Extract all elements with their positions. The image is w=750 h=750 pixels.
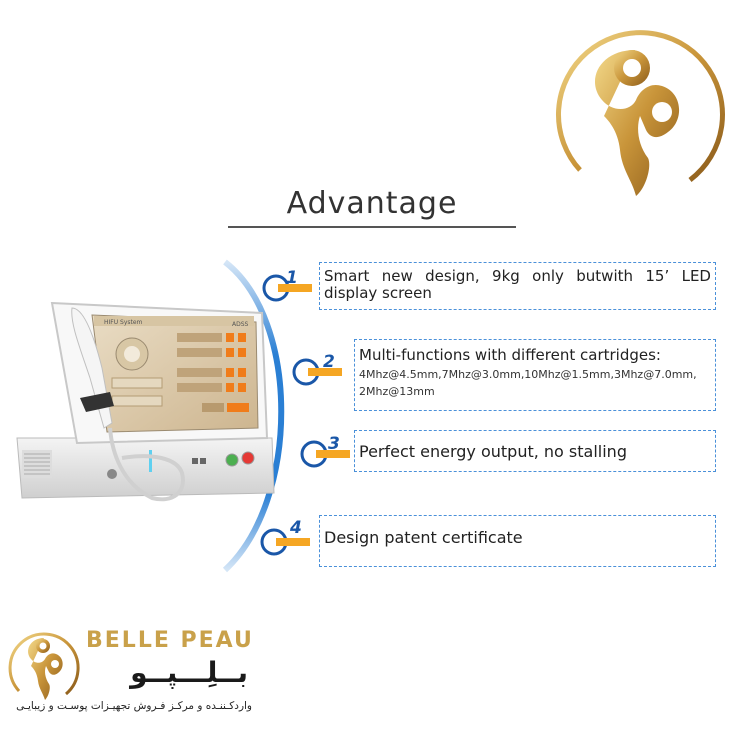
device-image: HIFU System ADSS [16,301,275,502]
brand-logo-icon [8,632,80,700]
brand-tagline: واردکـننـده و مرکـز فـروش تجهیـزات پوسـت… [16,700,252,712]
feature-3-text: Perfect energy output, no stalling [359,442,627,461]
feature-number-2: 2 [323,352,335,372]
feature-box-2: Multi-functions with different cartridge… [354,339,716,411]
feature-number-1: 1 [286,268,298,288]
number-marker-icon [262,274,312,302]
feature-4-text: Design patent certificate [324,528,523,547]
feature-box-1: Smart new design, 9kg only butwith 15’ L… [319,262,716,310]
feature-2-text: Multi-functions with different cartridge… [359,346,661,364]
number-marker-icon [292,358,342,386]
feature-number-4: 4 [290,518,302,538]
feature-2-detail-line2: 2Mhz@13mm [359,385,435,398]
monogram-logo-icon [555,30,725,196]
page-title: Advantage [286,186,458,221]
title-underline [228,226,516,228]
number-marker-icon [300,440,350,468]
number-marker-icon [260,528,310,556]
feature-box-3: Perfect energy output, no stalling [354,430,716,472]
brand-name-fa: بــلِـــپــو [130,656,248,689]
feature-1-line2: display screen [324,284,432,302]
feature-1-line1: Smart new design, 9kg only butwith 15’ L… [324,267,711,285]
feature-number-3: 3 [328,434,340,454]
device-screen-title: HIFU System [104,319,143,326]
feature-2-detail-line1: 4Mhz@4.5mm,7Mhz@3.0mm,10Mhz@1.5mm,3Mhz@7… [359,368,697,381]
brand-name-en: BELLE PEAU [86,628,254,653]
feature-box-4: Design patent certificate [319,515,716,567]
device-screen-brand: ADSS [232,321,249,328]
